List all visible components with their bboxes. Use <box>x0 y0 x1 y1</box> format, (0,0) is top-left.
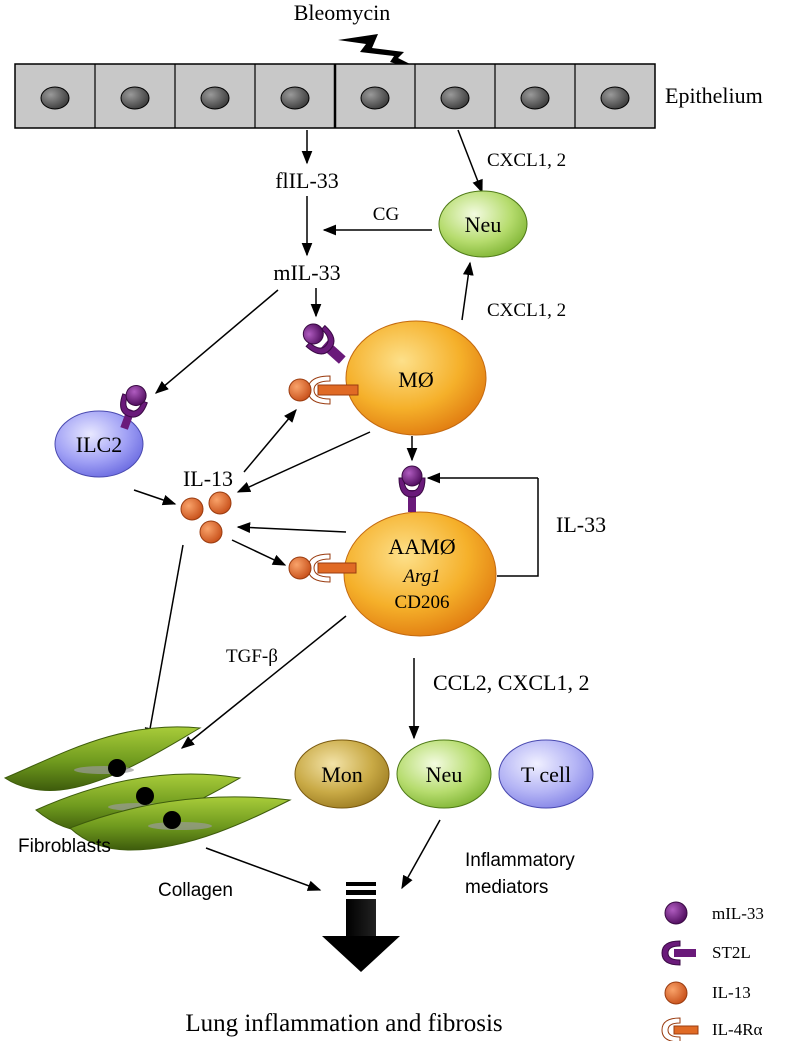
il33-loop-line <box>497 478 539 577</box>
mil33-bound-aamo-icon <box>401 465 423 487</box>
cg-label: CG <box>373 204 400 225</box>
cd206-label: CD206 <box>395 592 450 613</box>
arrow-il13-to-fibroblasts <box>144 544 184 742</box>
neu-cell-bottom <box>396 739 492 809</box>
outcome-label: Lung inflammation and fibrosis <box>185 1010 502 1037</box>
arrow-fibroblasts-to-outcome <box>205 847 322 891</box>
epithelial-nucleus <box>600 86 630 110</box>
epithelial-nucleus <box>40 86 70 110</box>
il13-circle-icon <box>664 981 688 1005</box>
ilc2-label: ILC2 <box>76 432 122 457</box>
ilc2-cell <box>54 410 144 478</box>
legend-il13-label: IL-13 <box>712 983 751 1002</box>
bleomycin-label: Bleomycin <box>294 0 391 25</box>
ccl2-label: CCL2, CXCL1, 2 <box>433 670 589 695</box>
fibroblasts-label: Fibroblasts <box>18 836 111 857</box>
epithelium-label: Epithelium <box>665 83 763 108</box>
epithelial-nucleus <box>360 86 390 110</box>
legend: mIL-33 ST2L IL-13 IL-4Rα <box>661 901 764 1041</box>
mil33-circle-icon <box>664 901 688 925</box>
il13-bound-macrophage-icon <box>288 378 312 402</box>
st2l-ilc2-receptor <box>120 385 148 430</box>
il13-cluster <box>180 491 232 544</box>
mil33-bound-ilc2-icon <box>125 385 147 407</box>
cxcl1-2-mid-label: CXCL1, 2 <box>487 300 566 321</box>
inflammatory-label: Inflammatory <box>465 850 575 871</box>
arrow-recruited-cells-to-outcome <box>401 819 441 890</box>
arrow-aamo-to-il13 <box>236 522 347 533</box>
mon-label: Mon <box>321 762 363 787</box>
arrow-il13-to-macrophage <box>243 408 297 473</box>
epithelial-nucleus <box>520 86 550 110</box>
macrophage-cell <box>345 320 487 436</box>
epithelium-strip <box>14 63 656 129</box>
collagen-label: Collagen <box>158 880 233 901</box>
cxcl1-2-top-label: CXCL1, 2 <box>487 150 566 171</box>
mil33-bound-macrophage-icon <box>302 323 324 345</box>
arrow-ilc2-to-il13 <box>133 489 177 506</box>
tgfb-label: TGF-β <box>226 646 278 667</box>
epithelial-nucleus <box>280 86 310 110</box>
neu-cell-top <box>438 190 528 258</box>
il13-bound-aamo-icon <box>288 556 312 580</box>
il13-label: IL-13 <box>183 466 233 491</box>
mon-cell <box>294 739 390 809</box>
epithelial-nucleus <box>440 86 470 110</box>
aamo-cell <box>343 511 497 637</box>
epithelial-nucleus <box>120 86 150 110</box>
aamo-label: AAMØ <box>388 534 455 559</box>
il4ra-aamo-receptor <box>288 553 357 583</box>
arrow-macrophage-to-il13 <box>236 431 371 493</box>
legend-mil33-label: mIL-33 <box>712 904 764 923</box>
st2l-aamo-receptor <box>398 465 426 512</box>
arrow-aamo-to-fibroblasts <box>180 615 347 749</box>
il4ra-receptor-icon <box>661 1017 699 1041</box>
arrow-mil33-to-ilc2 <box>154 289 279 394</box>
st2l-macrophage-receptor <box>302 323 346 364</box>
tcell-label: T cell <box>521 762 571 787</box>
arrow-il13-to-aamo-receptor <box>231 539 287 566</box>
legend-st2l-label: ST2L <box>712 943 751 962</box>
epithelial-nucleus <box>200 86 230 110</box>
legend-il4ra-label: IL-4Rα <box>712 1020 763 1039</box>
st2l-receptor-icon <box>661 940 696 966</box>
flil33-label: flIL-33 <box>275 168 339 193</box>
tcell-cell <box>498 739 594 809</box>
il4ra-macrophage-receptor <box>288 375 359 405</box>
fibroblasts-illustration <box>3 726 292 851</box>
mil33-label: mIL-33 <box>273 260 340 285</box>
neu-bottom-label: Neu <box>426 762 463 787</box>
arrow-macrophage-to-neu <box>461 261 474 321</box>
arrow-epithelium-to-neu <box>457 129 483 194</box>
mediators-label: mediators <box>465 877 548 898</box>
arg1-label: Arg1 <box>401 566 440 587</box>
macrophage-label: MØ <box>398 367 433 392</box>
outcome-arrow <box>322 882 400 972</box>
neu-top-label: Neu <box>465 212 502 237</box>
il33-loop-label: IL-33 <box>556 512 606 537</box>
